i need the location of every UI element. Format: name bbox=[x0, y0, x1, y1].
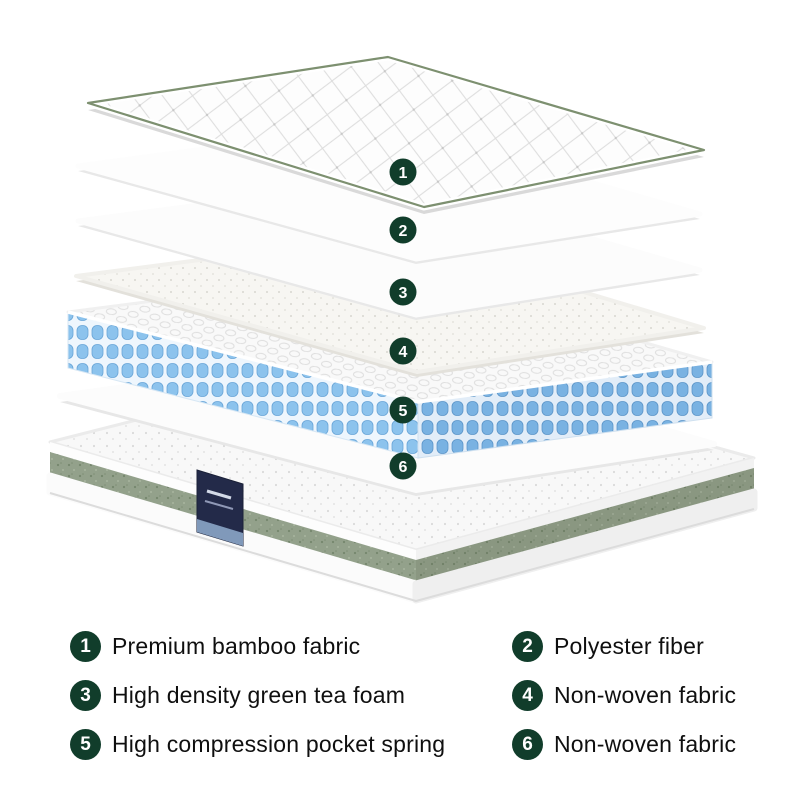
svg-text:6: 6 bbox=[399, 459, 408, 476]
mattress-exploded-diagram: 1 2 3 4 5 6 bbox=[48, 53, 758, 604]
legend-item-3: 3 High density green tea foam bbox=[70, 679, 512, 711]
legend-item-4: 4 Non-woven fabric bbox=[512, 679, 784, 711]
legend-item-1: 1 Premium bamboo fabric bbox=[70, 630, 512, 662]
base-right-rim bbox=[416, 458, 754, 560]
base-right-bottom-edge bbox=[412, 488, 758, 604]
marker-2: 2 bbox=[389, 216, 417, 244]
svg-text:5: 5 bbox=[399, 403, 408, 420]
legend-badge-4: 4 bbox=[512, 679, 543, 711]
legend-label-6: Non-woven fabric bbox=[554, 730, 737, 757]
base-right-green-band bbox=[416, 468, 754, 584]
legend-label-3: High density green tea foam bbox=[112, 681, 406, 708]
legend-item-5: 5 High compression pocket spring bbox=[70, 728, 512, 760]
svg-text:2: 2 bbox=[399, 223, 408, 240]
marker-6: 6 bbox=[389, 452, 417, 480]
legend-badge-6: 6 bbox=[512, 728, 543, 760]
layer-1-bamboo-cover bbox=[84, 53, 708, 214]
quilt-green-trim bbox=[86, 55, 706, 209]
svg-text:3: 3 bbox=[399, 285, 408, 302]
marker-5: 5 bbox=[389, 396, 417, 424]
legend-label-5: High compression pocket spring bbox=[112, 730, 446, 757]
legend-label-4: Non-woven fabric bbox=[554, 681, 737, 708]
svg-text:4: 4 bbox=[399, 344, 408, 361]
brand-tag bbox=[196, 469, 244, 547]
legend-badge-3: 3 bbox=[70, 679, 101, 711]
marker-3: 3 bbox=[389, 278, 417, 306]
legend-item-2: 2 Polyester fiber bbox=[512, 630, 784, 662]
svg-text:1: 1 bbox=[399, 165, 408, 182]
legend-badge-5: 5 bbox=[70, 728, 101, 760]
legend-badge-2: 2 bbox=[512, 630, 543, 662]
marker-1: 1 bbox=[389, 158, 417, 186]
legend-label-2: Polyester fiber bbox=[554, 632, 705, 659]
legend-item-6: 6 Non-woven fabric bbox=[512, 728, 784, 760]
legend-badge-1: 1 bbox=[70, 630, 101, 662]
marker-4: 4 bbox=[389, 337, 417, 365]
legend: 1 Premium bamboo fabric 2 Polyester fibe… bbox=[0, 620, 800, 760]
layer-markers: 1 2 3 4 5 6 bbox=[389, 158, 417, 480]
legend-label-1: Premium bamboo fabric bbox=[112, 632, 361, 659]
